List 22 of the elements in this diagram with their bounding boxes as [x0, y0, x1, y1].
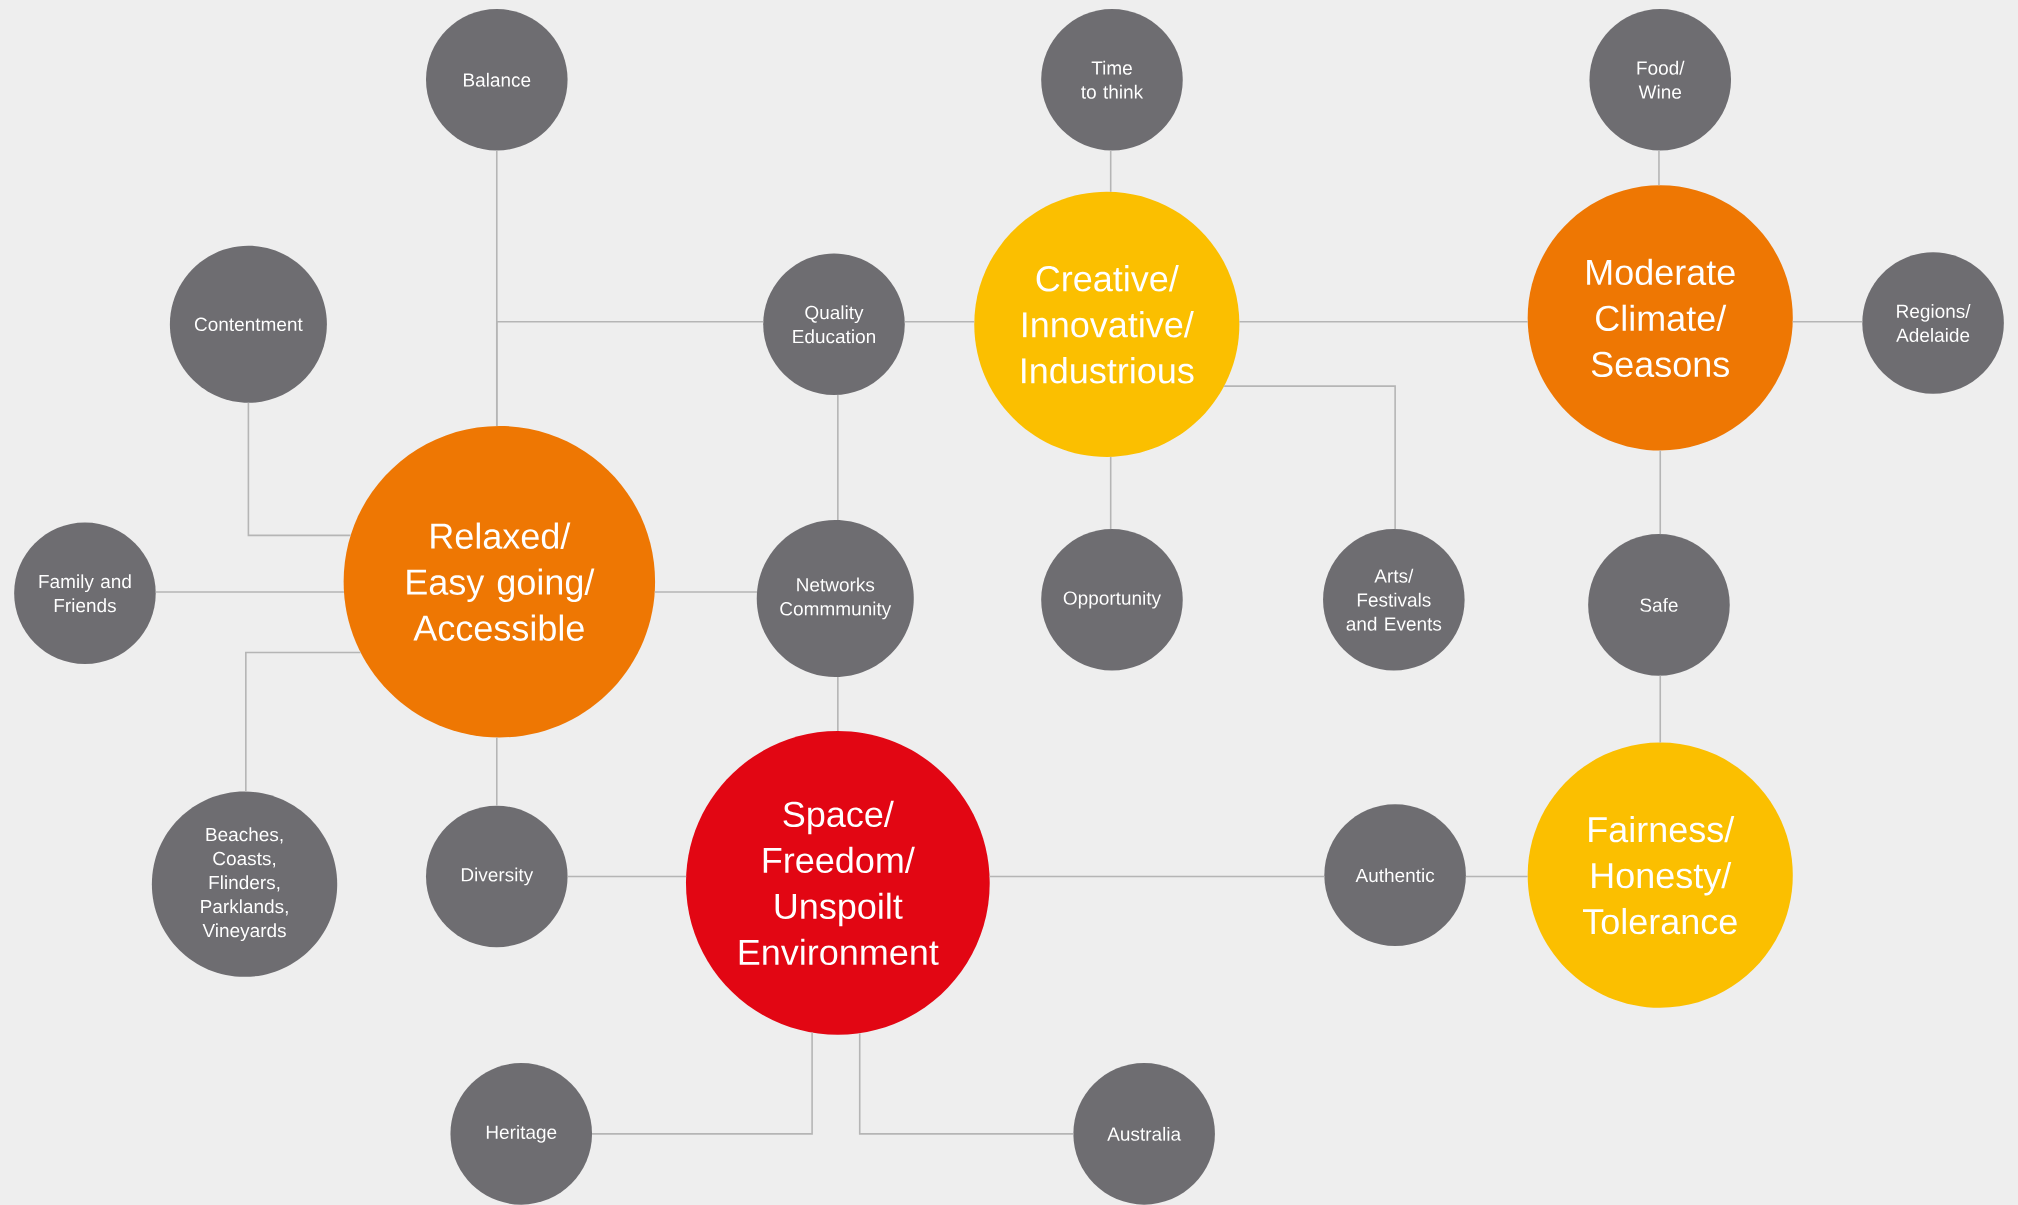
connector-line [653, 591, 758, 593]
connector-line [1109, 456, 1112, 530]
connector-line [1658, 149, 1660, 187]
connector-line [245, 651, 362, 793]
connector-line [1659, 674, 1662, 744]
connector-line [496, 320, 765, 427]
connector-line [988, 875, 1326, 878]
connector-line [837, 394, 839, 521]
connector-line [837, 676, 839, 732]
connector-line [903, 320, 976, 323]
connector-line [858, 1032, 1075, 1135]
connector-line [1659, 449, 1662, 535]
connector-line [496, 736, 498, 807]
connector-line [1223, 385, 1396, 530]
connector-line [247, 402, 352, 537]
connector-line [1465, 875, 1529, 878]
connector-line [591, 1031, 813, 1135]
connector-line [566, 875, 687, 878]
connector-line [1238, 320, 1529, 323]
connector-line [154, 591, 345, 593]
connector-line [1791, 320, 1864, 323]
connector-line [1109, 149, 1112, 193]
